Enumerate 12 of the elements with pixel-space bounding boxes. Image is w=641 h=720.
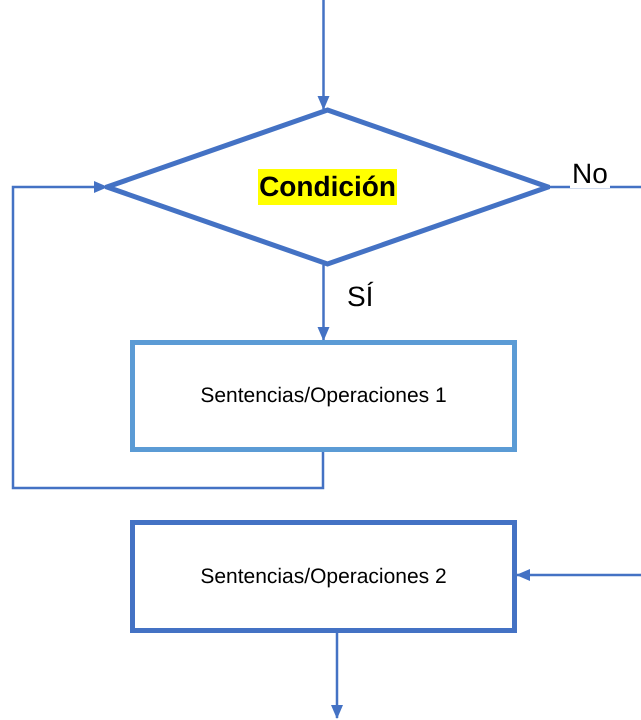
arrow <box>331 633 343 719</box>
process-text: Sentencias/Operaciones 1 <box>200 384 447 408</box>
arrow <box>12 181 324 490</box>
process-box <box>130 340 517 452</box>
arrow <box>318 0 330 110</box>
arrow <box>516 569 641 581</box>
connector-line <box>548 186 641 188</box>
arrow <box>318 265 330 341</box>
process-text: Sentencias/Operaciones 2 <box>200 564 447 588</box>
process-box <box>130 520 517 633</box>
decision-diamond <box>105 107 550 267</box>
highlighted-condition-text: Condición <box>258 169 397 205</box>
